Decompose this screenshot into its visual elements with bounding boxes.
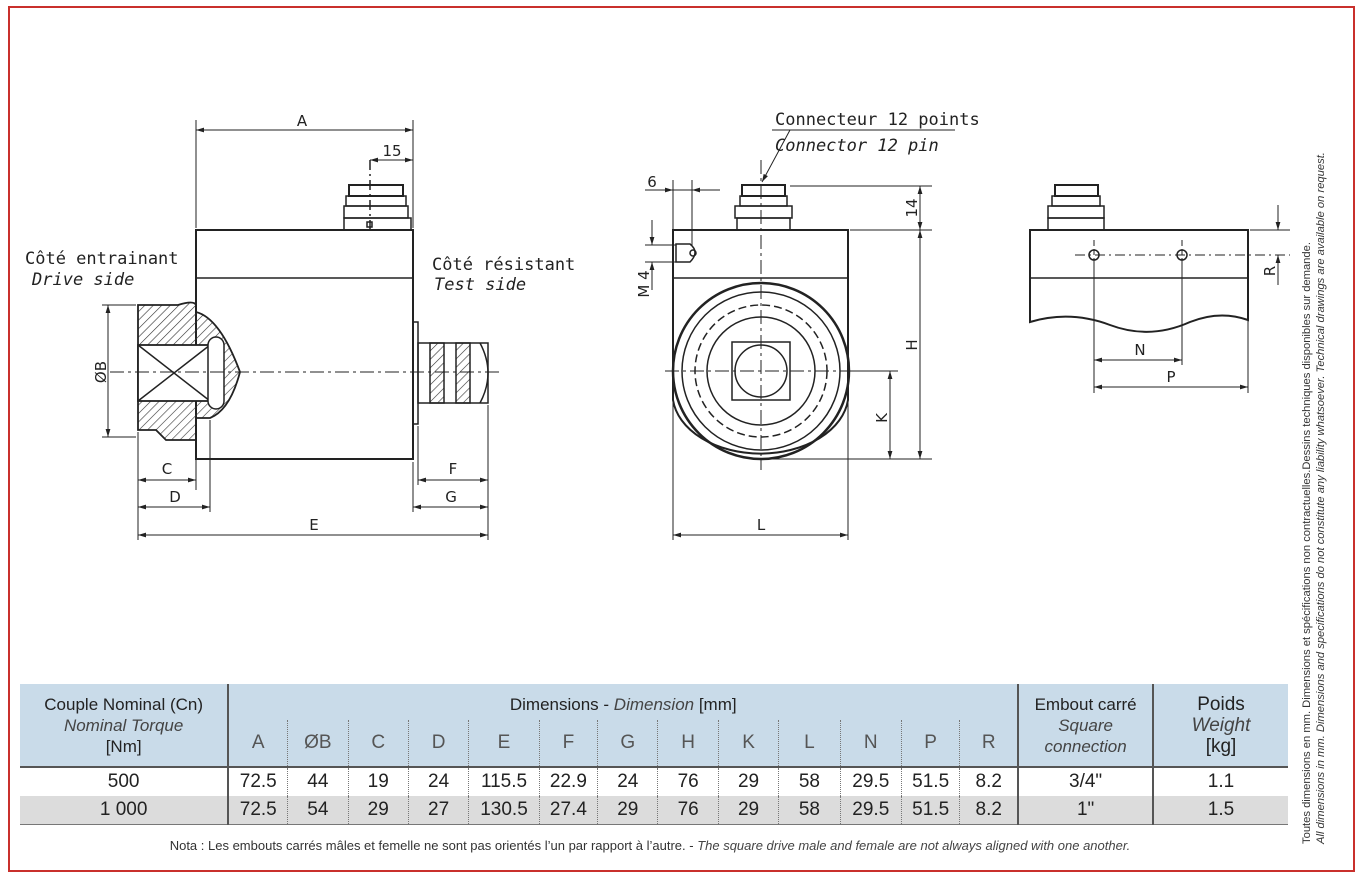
header-letter: D <box>407 720 469 767</box>
cell-weight: 1.5 <box>1152 796 1288 825</box>
header-letter: R <box>959 720 1019 767</box>
dim-label-E: E <box>309 516 318 534</box>
header-letter: E <box>468 720 540 767</box>
cell-dim: 58 <box>778 766 841 796</box>
header-weight: Poids Weight [kg] <box>1152 684 1288 767</box>
cell-weight: 1.1 <box>1152 766 1288 796</box>
header-letter: L <box>778 720 841 767</box>
cell-dim: 130.5 <box>468 796 540 825</box>
dim-label-D: D <box>169 488 181 506</box>
header-letter: A <box>227 720 288 767</box>
cell-dim: 27 <box>407 796 469 825</box>
cell-torque: 1 000 <box>20 796 229 825</box>
dim-label-L: L <box>757 516 766 534</box>
header-letter: P <box>900 720 960 767</box>
connector-en: Connector 12 pin <box>775 136 939 156</box>
cell-dim: 29 <box>347 796 409 825</box>
cell-dim: 44 <box>287 766 349 796</box>
table-row: 1 000 72.5 54 29 27 130.5 27.4 29 76 29 … <box>20 796 1288 825</box>
dim-label-R: R <box>1261 266 1279 276</box>
cell-dim: 29.5 <box>839 766 902 796</box>
dim-label-G: G <box>445 488 457 506</box>
dim-label-K: K <box>873 412 891 423</box>
cell-dim: 8.2 <box>959 766 1019 796</box>
header-letter: K <box>717 720 779 767</box>
cell-dim: 29 <box>597 796 658 825</box>
cell-dim: 76 <box>657 796 719 825</box>
header-torque: Couple Nominal (Cn) Nominal Torque [Nm] <box>20 684 229 767</box>
dim-label-F: F <box>449 460 458 478</box>
dim-label-B: ØB <box>92 361 110 383</box>
header-dimensions: Dimensions - Dimension [mm] <box>227 684 1019 720</box>
footnote-fr: Nota : Les embouts carrés mâles et femel… <box>169 838 698 853</box>
table-row: 500 72.5 44 19 24 115.5 22.9 24 76 29 58… <box>20 766 1288 796</box>
footnote: Nota : Les embouts carrés mâles et femel… <box>0 838 1300 853</box>
page-frame <box>8 6 1355 872</box>
cell-dim: 58 <box>778 796 841 825</box>
header-letter: F <box>538 720 598 767</box>
dim-label-A: A <box>297 112 308 130</box>
drive-side-en: Drive side <box>31 270 134 290</box>
cell-square: 1" <box>1017 796 1154 825</box>
cell-torque: 500 <box>20 766 229 796</box>
header-letter: ØB <box>287 720 349 767</box>
dim-label-N: N <box>1134 341 1145 359</box>
cell-dim: 27.4 <box>538 796 598 825</box>
disclaimer-en: All dimensions in mm. Dimensions and spe… <box>1315 152 1327 844</box>
front-view <box>665 160 860 470</box>
cell-dim: 19 <box>347 766 409 796</box>
header-letter: C <box>347 720 409 767</box>
footnote-en: The square drive male and female are not… <box>697 838 1131 853</box>
cell-dim: 29.5 <box>839 796 902 825</box>
cell-dim: 24 <box>597 766 658 796</box>
top-view <box>1029 184 1290 333</box>
drive-side-fr: Côté entrainant <box>25 249 179 269</box>
dim-label-15: 15 <box>382 142 401 160</box>
cell-dim: 72.5 <box>227 796 288 825</box>
cell-dim: 51.5 <box>900 796 960 825</box>
cell-square: 3/4" <box>1017 766 1154 796</box>
test-side-en: Test side <box>434 275 526 295</box>
cell-dim: 115.5 <box>468 766 540 796</box>
test-side-fr: Côté résistant <box>432 255 575 275</box>
header-letter: H <box>657 720 719 767</box>
cell-dim: 51.5 <box>900 766 960 796</box>
side-view <box>110 160 500 460</box>
cell-dim: 22.9 <box>538 766 598 796</box>
cell-dim: 29 <box>717 766 779 796</box>
dim-label-H: H <box>903 339 921 350</box>
header-letter: N <box>839 720 902 767</box>
cell-dim: 24 <box>407 766 469 796</box>
header-square: Embout carré Square connection <box>1017 684 1154 767</box>
spec-table: Couple Nominal (Cn) Nominal Torque [Nm] … <box>20 684 1288 825</box>
dim-label-6: 6 <box>647 173 657 191</box>
cell-dim: 72.5 <box>227 766 288 796</box>
header-letter: G <box>597 720 658 767</box>
dim-label-m4: M 4 <box>635 270 653 297</box>
dim-label-C: C <box>162 460 172 478</box>
disclaimer-fr: Toutes dimensions en mm. Dimensions et s… <box>1301 242 1313 844</box>
dim-label-14: 14 <box>903 198 921 217</box>
cell-dim: 76 <box>657 766 719 796</box>
cell-dim: 8.2 <box>959 796 1019 825</box>
connector-fr: Connecteur 12 points <box>775 110 980 130</box>
dim-label-P: P <box>1166 368 1175 386</box>
cell-dim: 29 <box>717 796 779 825</box>
cell-dim: 54 <box>287 796 349 825</box>
